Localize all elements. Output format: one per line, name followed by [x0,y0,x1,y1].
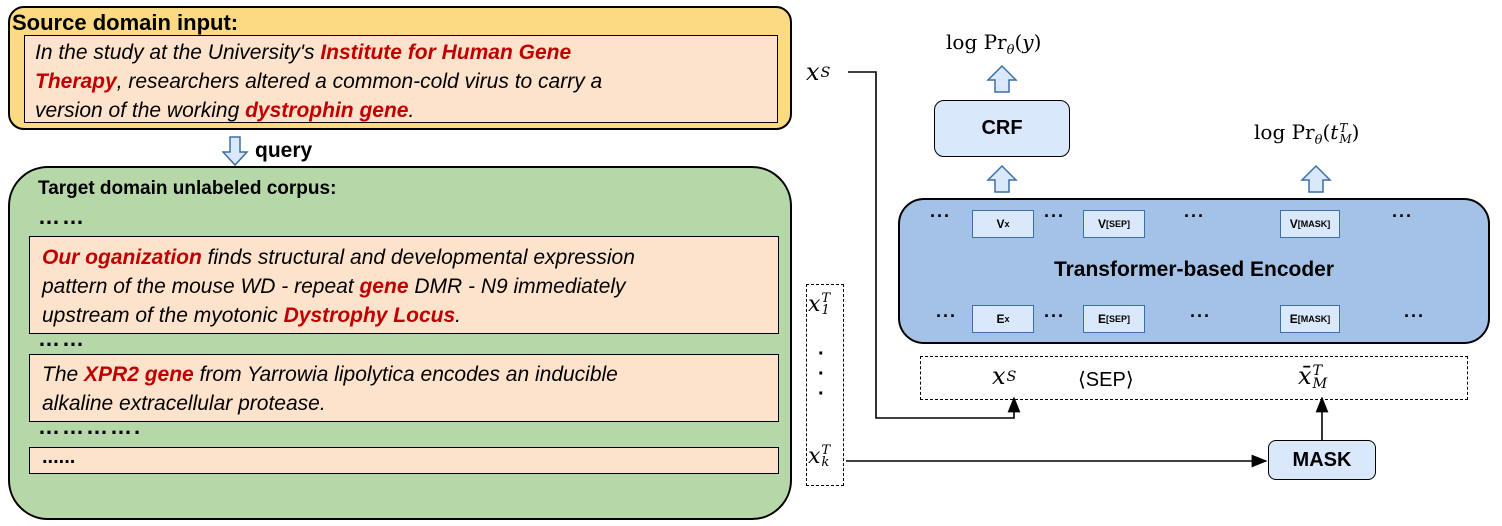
target-passage: Our oganization finds structural and dev… [42,243,635,330]
token-ellipsis: ··· [1044,306,1065,326]
text-line: version of the working dystrophin gene. [35,96,602,125]
text-line: pattern of the mouse WD - repeat gene DM… [42,272,635,301]
up-arrow-icon [1300,164,1332,193]
text-line: Therapy, researchers altered a common-co… [35,67,602,96]
target-token-column [806,284,844,486]
token-ellipsis: ··· [1190,306,1211,326]
query-label: query [255,139,313,162]
text-line: Our oganization finds structural and dev… [42,243,635,272]
target-passage: The XPR2 gene from Yarrowia lipolytica e… [42,360,618,418]
text-span: pattern of the mouse WD - repeat [42,275,360,298]
entity-highlight: Therapy [35,70,117,93]
entity-highlight: XPR2 gene [84,363,194,386]
ellipsis-row: ...... [42,446,76,468]
text-span: upstream of the myotonic [42,304,284,327]
token-ellipsis: ··· [1404,306,1425,326]
emask-token: E[MASK] [1280,305,1340,333]
mask-block: MASK [1268,440,1376,480]
up-arrow-icon [986,64,1018,93]
esep-token: E[SEP] [1083,305,1145,333]
crf-block: CRF [934,100,1070,157]
encoder-label: Transformer-based Encoder [1053,258,1335,281]
text-span: In the study at the University's [35,41,321,64]
text-span: . [455,304,461,327]
vertical-dots: ··· [818,343,825,405]
text-span: alkaline extracellular protease. [42,392,326,415]
text-line: The XPR2 gene from Yarrowia lipolytica e… [42,360,618,389]
text-span: version of the working [35,99,246,122]
text-span: from Yarrowia lipolytica encodes an indu… [193,363,618,386]
xs-to-input-connector [848,71,1021,419]
text-line: upstream of the myotonic Dystrophy Locus… [42,301,635,330]
vmask-token: V[MASK] [1280,210,1340,238]
token-ellipsis: ··· [1184,206,1205,226]
text-line: alkaline extracellular protease. [42,389,618,418]
target-domain-title: Target domain unlabeled corpus: [38,178,337,199]
entity-highlight: Our oganization [42,246,202,269]
text-line: In the study at the University's Institu… [35,38,602,67]
text-span: The [42,363,85,386]
up-arrow-icon [986,164,1018,193]
query-arrow-icon [222,136,249,167]
text-span: DMR - N9 immediately [408,275,626,298]
crf-output-label: log Prθ(y) [946,30,1042,58]
target-passage-box: Our oganization finds structural and dev… [29,236,779,334]
text-span: , researchers altered a common-cold viru… [116,70,603,93]
token-ellipsis: ··· [930,206,951,226]
token-ellipsis: ··· [936,306,957,326]
ellipsis-row: …………. [38,414,143,439]
entity-highlight: gene [359,275,409,298]
entity-highlight: Dystrophy Locus [283,304,456,327]
input-sequence-box [920,356,1468,400]
source-domain-title: Source domain input: [12,10,239,35]
source-sentence: In the study at the University's Institu… [35,38,602,125]
source-sentence-box: In the study at the University's Institu… [24,35,778,123]
target-passage-box: The XPR2 gene from Yarrowia lipolytica e… [29,354,779,422]
entity-highlight: Institute for Human Gene [320,41,572,64]
token-ellipsis: ··· [1044,206,1065,226]
sep-token-label: ⟨SEP⟩ [1078,369,1134,391]
text-span: . [408,99,415,122]
ellipsis-row: …… [38,326,86,351]
token-ellipsis: ··· [1392,206,1413,226]
target-passage-box: ...... [29,446,779,474]
entity-highlight: dystrophin gene [245,99,409,122]
text-span: finds structural and developmental expre… [201,246,635,269]
ellipsis-row: …… [38,204,86,229]
vsep-token: V[SEP] [1083,210,1145,238]
